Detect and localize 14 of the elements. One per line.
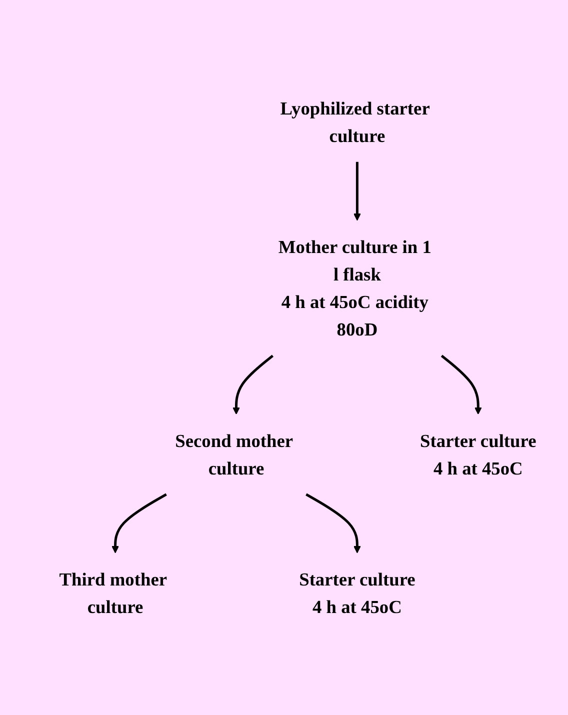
node-text: Third mother culture (59, 568, 167, 618)
node-text: Starter culture (299, 568, 416, 590)
arrow (354, 162, 361, 221)
node-text: Second mother culture (175, 430, 293, 479)
node-label: 4 h at 45oC acidity 80oD (281, 291, 428, 340)
arrow (232, 354, 274, 415)
node-label: 4 h at 45oC (433, 458, 523, 479)
arrow (306, 493, 361, 554)
arrow (112, 493, 167, 554)
node-label: 4 h at 45oC (312, 596, 402, 618)
node-text: Mother culture in 1 l flask (278, 236, 432, 285)
node-text: Lyophilized starter culture (280, 98, 430, 146)
node-text: Starter culture (420, 430, 536, 452)
arrow (440, 354, 482, 415)
